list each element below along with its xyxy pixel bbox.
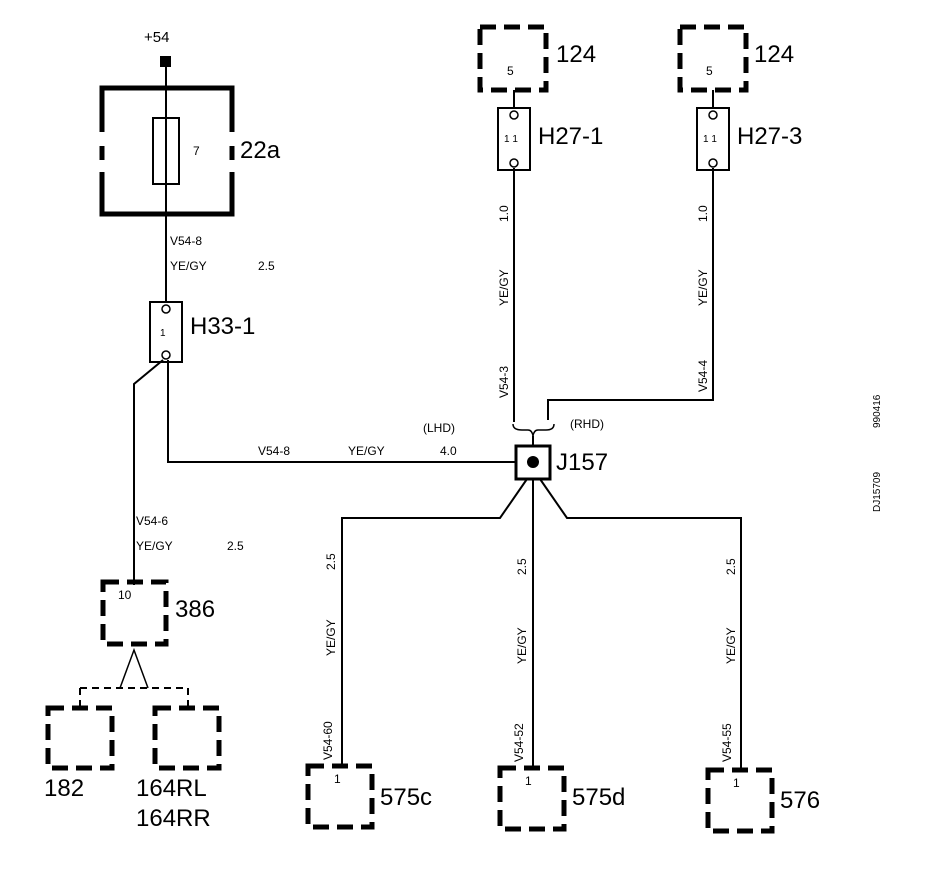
connector-386 [100, 579, 169, 647]
component-164 [152, 705, 222, 771]
component-124-left [477, 24, 549, 93]
wire-j157-to-575c [341, 478, 528, 764]
h27-3-pin-bottom [708, 158, 718, 168]
junction-lhd-label: (LHD) [423, 421, 455, 435]
component-576 [705, 767, 775, 834]
component-164rr-id: 164RR [136, 805, 211, 832]
h27-3-pin-number: 1 1 [703, 134, 717, 145]
component-575d [497, 765, 567, 832]
h27-1-pin-number: 1 1 [504, 134, 518, 145]
component-575d-id: 575d [572, 784, 625, 811]
component-182-id: 182 [44, 775, 84, 802]
component-575c [305, 763, 375, 830]
component-575d-pin: 1 [525, 774, 532, 788]
connector-h33-id: H33-1 [190, 313, 255, 340]
wire-size-h27-1: 1.0 [497, 205, 511, 222]
supply-label: +54 [144, 29, 169, 46]
wire-code-h27-1: V54-3 [497, 366, 511, 398]
h27-3-pin-top [708, 110, 718, 120]
wire-size-575d: 2.5 [515, 558, 529, 575]
component-164rl-id: 164RL [136, 775, 207, 802]
junction-dot [527, 456, 539, 468]
h27-1-pin-top [509, 110, 519, 120]
wire-size-h33-to-386: 2.5 [227, 539, 244, 553]
wire-size-576: 2.5 [724, 558, 738, 575]
component-576-pin: 1 [733, 776, 740, 790]
wire-size-h27-3: 1.0 [696, 205, 710, 222]
wire-j157-to-576 [539, 478, 742, 770]
junction-id: J157 [556, 449, 608, 476]
wire-size-h33-to-j157: 4.0 [440, 444, 457, 458]
wire-code-576: V54-55 [720, 723, 734, 762]
wire-code-575c: V54-60 [321, 721, 335, 760]
wire-size-fuse-to-h33: 2.5 [258, 259, 275, 273]
wire-color-575d: YE/GY [515, 627, 529, 664]
junction-rhd-label: (RHD) [570, 417, 604, 431]
component-124-left-id: 124 [556, 41, 596, 68]
wire-code-h27-3: V54-4 [696, 360, 710, 392]
fuse-box-22a [98, 85, 236, 217]
connector-h27-3-id: H27-3 [737, 123, 802, 150]
wire-size-575c: 2.5 [324, 553, 338, 570]
wire-color-575c: YE/GY [324, 619, 338, 656]
wire-h33-to-j157 [167, 360, 516, 463]
wire-code-575d: V54-52 [512, 723, 526, 762]
component-124-right-id: 124 [754, 41, 794, 68]
fuse-number: 7 [193, 144, 200, 158]
lhd-rhd-bracket [512, 423, 555, 437]
wire-h33-to-386 [133, 359, 164, 585]
h33-pin-bottom [161, 350, 171, 360]
component-576-id: 576 [780, 787, 820, 814]
connector-386-pin: 10 [118, 588, 132, 602]
branch-386 [119, 647, 149, 689]
side-code-top: 990416 [872, 394, 883, 428]
wire-color-h33-to-386: YE/GY [136, 539, 173, 553]
wire-color-576: YE/GY [724, 627, 738, 664]
fuse-box-id: 22a [240, 137, 281, 164]
wire-code-fuse-to-h33: V54-8 [170, 234, 202, 248]
connector-h27-1-id: H27-1 [538, 123, 603, 150]
h33-pin-top [161, 304, 171, 314]
h27-1-pin-bottom [509, 158, 519, 168]
wire-code-h33-to-386: V54-6 [136, 514, 168, 528]
h33-pin-number: 1 [160, 328, 166, 339]
wire-code-h33-to-j157: V54-8 [258, 444, 290, 458]
component-182 [45, 705, 115, 771]
component-124-left-pin: 5 [507, 64, 514, 78]
supply-terminal [160, 56, 171, 67]
component-124-right [677, 24, 749, 93]
component-124-right-pin: 5 [706, 64, 713, 78]
wire-color-h27-1: YE/GY [497, 269, 511, 306]
wire-color-fuse-to-h33: YE/GY [170, 259, 207, 273]
wire-color-h27-3: YE/GY [696, 269, 710, 306]
wire-color-h33-to-j157: YE/GY [348, 444, 385, 458]
component-575c-pin: 1 [334, 772, 341, 786]
wire-h27-3-to-j157 [547, 168, 714, 420]
side-code-bottom: DJ15709 [872, 472, 883, 512]
connector-386-id: 386 [175, 596, 215, 623]
component-575c-id: 575c [380, 784, 432, 811]
